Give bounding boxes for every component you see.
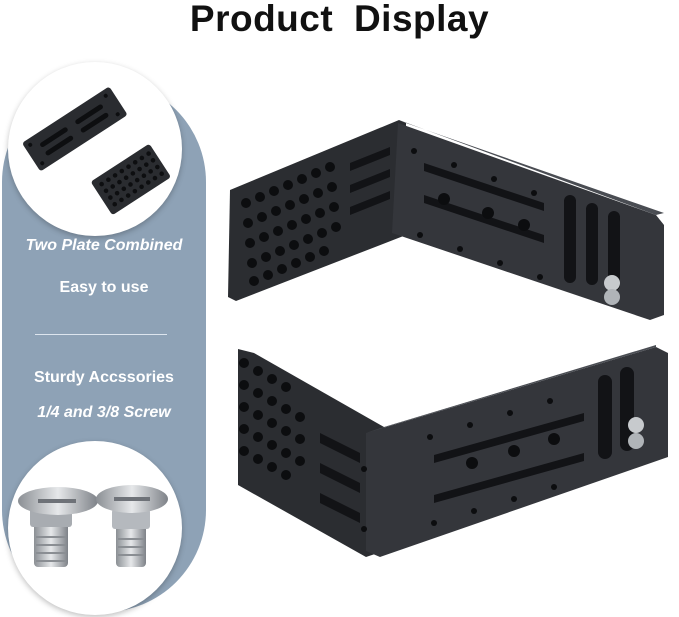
feature-sturdy: Sturdy Accssories <box>34 369 174 386</box>
plates-image <box>8 62 182 236</box>
bottom-bracket-image <box>238 345 668 557</box>
screw-icon <box>18 485 168 567</box>
top-bracket-image <box>228 120 664 320</box>
page-title: Product Display <box>189 0 490 39</box>
screw-image <box>8 441 182 615</box>
feature-divider <box>35 334 167 335</box>
feature-screw-size: 1/4 and 3/8 Screw <box>37 404 171 421</box>
feature-easy-use: Easy to use <box>59 279 149 296</box>
plates-icon <box>23 87 170 215</box>
feature-two-plate: Two Plate Combined <box>25 237 183 254</box>
